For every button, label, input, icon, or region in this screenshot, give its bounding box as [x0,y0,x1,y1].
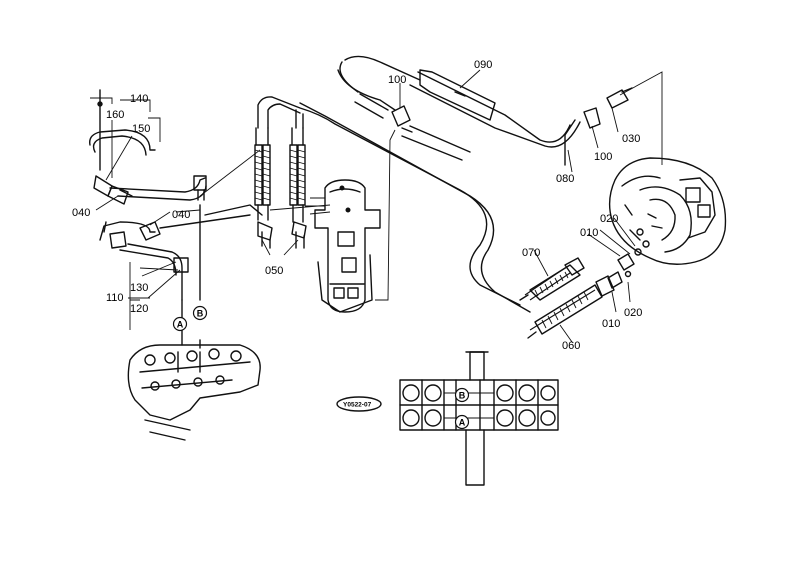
part-labels: 140 160 150 040 040 130 110 120 050 100 … [72,59,642,352]
hose-060 [527,271,623,339]
hose-070 [519,257,585,301]
marker-b-right: B [459,391,466,401]
label-130: 130 [130,282,148,294]
label-020-top: 020 [600,213,618,225]
label-140: 140 [130,93,148,105]
label-100-left: 100 [388,74,406,86]
control-valve-left [127,299,261,441]
motor-fittings [599,229,642,278]
label-020-bottom: 020 [624,307,642,319]
label-010-top: 010 [580,227,598,239]
label-080: 080 [556,173,574,185]
left-pipes [89,89,263,330]
travel-motor [608,157,727,265]
drawing-code: Y0522-07 [343,402,372,409]
swivel-joint [305,179,381,313]
swivel-hoses [254,127,331,249]
label-090: 090 [474,59,492,71]
pipe-090-assembly [257,55,663,313]
label-070: 070 [522,247,540,259]
label-010-bottom: 010 [602,318,620,330]
label-110: 110 [106,292,124,304]
marker-b-left: B [197,309,204,319]
drawing-code-stamp: Y0522-07 [336,396,382,412]
label-150: 150 [132,123,150,135]
label-030: 030 [622,133,640,145]
label-120: 120 [130,303,148,315]
label-050: 050 [265,265,283,277]
label-060: 060 [562,340,580,352]
marker-a-right: A [459,418,466,428]
markers: B A B A [172,305,470,430]
label-040-left: 040 [72,207,90,219]
control-valve-right [399,351,559,486]
label-100-right: 100 [594,151,612,163]
label-160: 160 [106,109,124,121]
marker-a-left: A [177,320,184,330]
label-040-mid: 040 [172,209,190,221]
leader-lines [95,69,636,343]
